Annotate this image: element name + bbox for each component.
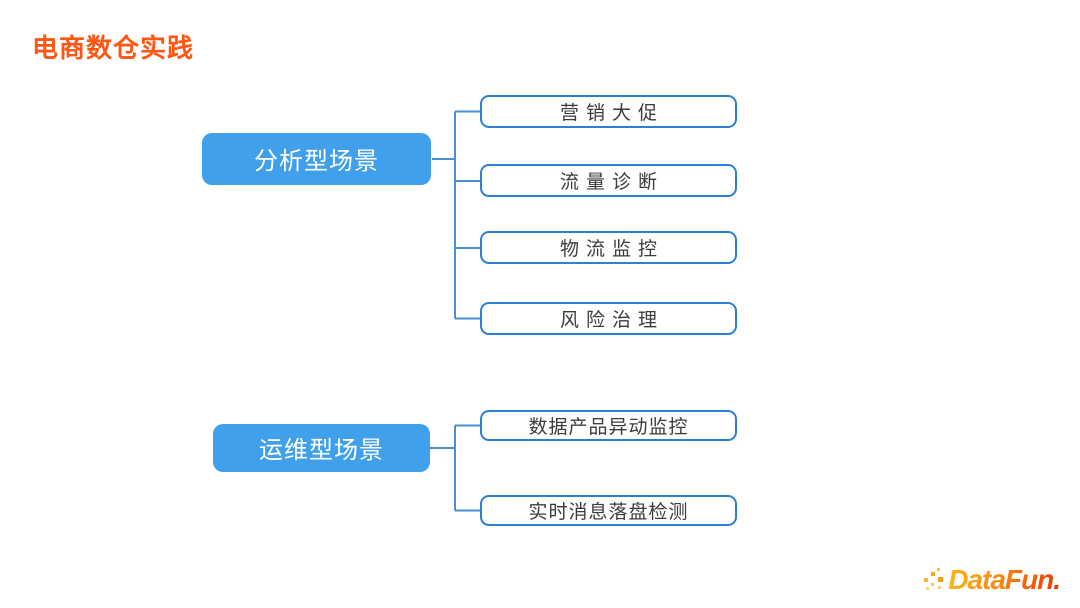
node-label: 物流监控 [559, 239, 664, 260]
node-label: 运维型场景 [259, 436, 384, 464]
node-analytical-scenarios: 分析型场景 [202, 133, 431, 185]
node-label: 流量诊断 [559, 172, 664, 193]
datafun-logo-text: DataFun. [948, 564, 1061, 595]
node-realtime-message-disk-check: 实时消息落盘检测 [480, 495, 737, 526]
node-label: 分析型场景 [254, 147, 379, 175]
node-logistics-monitoring: 物流监控 [480, 231, 737, 264]
node-label: 数据产品异动监控 [528, 417, 689, 438]
node-traffic-diagnosis: 流量诊断 [480, 164, 737, 197]
node-operations-scenarios: 运维型场景 [213, 424, 430, 472]
page-title: 电商数仓实践 [32, 33, 195, 63]
node-risk-governance: 风险治理 [480, 302, 737, 335]
node-data-product-anomaly-monitoring: 数据产品异动监控 [480, 410, 737, 441]
connector-group-1 [432, 110, 480, 320]
node-label: 营销大促 [559, 103, 664, 124]
node-label: 风险治理 [559, 310, 664, 331]
node-marketing-promotion: 营销大促 [480, 95, 737, 128]
connector-group-2 [430, 424, 480, 512]
datafun-pixels-icon [924, 565, 946, 595]
node-label: 实时消息落盘检测 [528, 502, 689, 523]
datafun-logo: DataFun. [924, 564, 1061, 596]
